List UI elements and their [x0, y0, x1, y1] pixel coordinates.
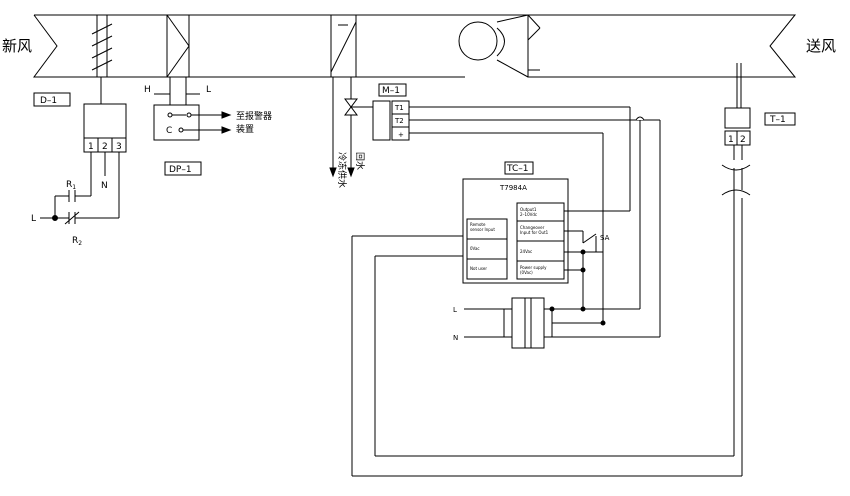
tc-right-changeover: Changeover: [520, 225, 545, 230]
label-d1-term3: 3: [116, 142, 122, 152]
label-h: H: [144, 85, 151, 95]
label-m1-t2: T2: [394, 117, 404, 125]
tc-right-24vac: 24Vac: [520, 249, 532, 254]
junction-dot-4: [600, 320, 606, 326]
pressure-switch-dp1: [153, 77, 232, 176]
label-l-top: L: [206, 85, 211, 95]
junction-dot-1: [580, 249, 586, 255]
tc-right-0vac: (0Vac): [520, 270, 533, 275]
label-d1-term2: 2: [102, 142, 108, 152]
label-dp1: DP–1: [169, 165, 192, 175]
tc-left-remote: Remote: [470, 222, 486, 227]
label-m1-t1: T1: [394, 104, 404, 112]
label-r1: R1: [66, 180, 76, 191]
tc-left-0vac: 0Vac: [470, 246, 480, 251]
damper-actuator-d1: [33, 77, 127, 153]
label-n-relay: N: [101, 181, 108, 191]
label-tc-model: T7984A: [499, 184, 527, 192]
cooling-coil-icon: [330, 14, 357, 78]
relay-junction: [52, 215, 58, 221]
fan-icon: [458, 14, 529, 78]
label-r2: R2: [72, 236, 82, 247]
label-chilled-supply: 冷冻供水: [336, 152, 348, 188]
label-fresh-air: 新风: [2, 37, 32, 55]
tc-right-range: 2–10Vdc: [520, 212, 537, 217]
label-chilled-return: 回水: [354, 152, 366, 170]
junction-dot-2: [580, 267, 586, 273]
label-alarm-2: 装置: [236, 123, 254, 135]
tc-left-notuser: Not user: [470, 266, 487, 271]
label-m1: M–1: [382, 86, 400, 96]
label-t1: T–1: [769, 115, 786, 125]
label-d1: D–1: [40, 96, 57, 106]
transformer: [464, 297, 553, 349]
tc-right-power: Power supply: [520, 265, 547, 270]
label-d1-term1: 1: [88, 142, 94, 152]
label-m1-plus: +: [398, 131, 404, 139]
label-tc1: TC–1: [506, 164, 528, 174]
filter-element-icon: [166, 14, 190, 78]
label-sa: SA: [600, 234, 610, 242]
label-t1-term2: 2: [740, 135, 746, 145]
label-alarm-1: 至报警器: [236, 110, 272, 122]
label-t1-term1: 1: [728, 135, 734, 145]
chilled-water-pipes: [329, 77, 373, 178]
duct-sensor-t1: [721, 63, 796, 476]
tc-right-output1: Output1: [520, 207, 537, 212]
air-duct: [33, 14, 797, 78]
control-wiring: [351, 106, 742, 477]
label-c: C: [166, 126, 172, 136]
junction-dot-3: [580, 306, 586, 312]
tc-right-input: Input for Out1: [520, 230, 549, 235]
controller-tc1: [462, 161, 569, 284]
tc-left-sensor: sensor Input: [470, 227, 495, 232]
junction-dot-5: [549, 306, 555, 312]
label-n-power: N: [453, 334, 458, 342]
label-supply-air: 送风: [806, 37, 836, 55]
label-l-power: L: [453, 306, 457, 314]
label-l-relay: L: [31, 214, 36, 224]
relay-wiring: [40, 152, 120, 225]
filter-icon: [91, 15, 113, 77]
